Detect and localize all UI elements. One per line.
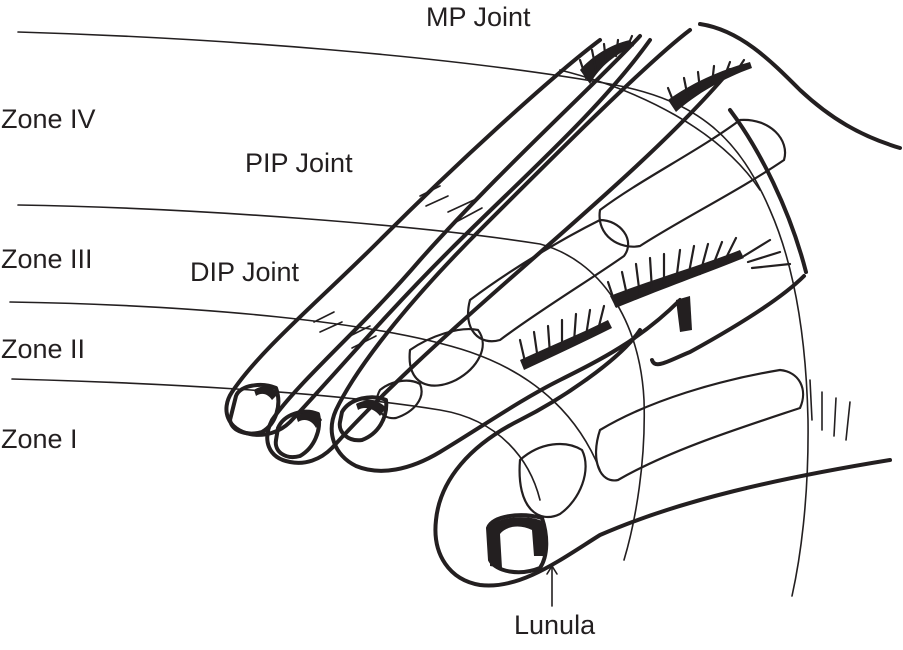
thumb-crease-1 xyxy=(809,379,813,421)
hand-dorsum-outline xyxy=(698,22,902,150)
ring-fingertip-outline xyxy=(273,409,321,459)
zone-iv-upper-line xyxy=(17,31,809,597)
pip-crease-1 xyxy=(419,185,441,197)
thumb-crease-4 xyxy=(845,401,851,441)
nails xyxy=(254,386,546,568)
lunula-label: Lunula xyxy=(514,610,596,640)
dip-joint-label: DIP Joint xyxy=(190,257,300,287)
zone-ii-upper-line xyxy=(9,301,601,471)
zone-iv-label: Zone IV xyxy=(1,104,96,134)
hand-radial-edge xyxy=(728,108,808,274)
bones xyxy=(375,118,805,519)
ring-nail-lunula xyxy=(296,412,322,428)
thumb-tip-outline xyxy=(486,513,549,575)
terminal-tendon-junction xyxy=(676,296,692,332)
pip-crease-3 xyxy=(447,199,475,213)
zone-i-upper-line xyxy=(11,378,541,501)
finger-outlines xyxy=(224,22,902,588)
dip-crease-3 xyxy=(345,325,371,339)
lunula-arrow-head-left xyxy=(546,565,553,575)
middle-phalanx-bone xyxy=(408,328,484,387)
pip-joint-label: PIP Joint xyxy=(245,148,353,178)
thumb-nail-lunula xyxy=(490,517,546,568)
middle-finger-outline xyxy=(329,28,692,473)
mp-joint-label: MP Joint xyxy=(426,2,531,32)
zone-iii-upper-line xyxy=(17,204,646,561)
dip-crease-4 xyxy=(351,335,377,349)
mp-tendon-hood-2 xyxy=(668,62,752,112)
tendon-fibers xyxy=(518,34,792,368)
thumb-outline xyxy=(433,328,892,588)
middle-nail-lunula xyxy=(356,400,386,416)
zone-ii-label: Zone II xyxy=(1,334,86,364)
pip-crease-4 xyxy=(455,207,483,223)
skin-creases xyxy=(313,185,851,441)
dip-crease-2 xyxy=(319,321,343,333)
middle-fingertip-outline xyxy=(337,395,389,443)
lunula-arrow-head-right xyxy=(551,565,558,575)
metacarpal-bone-1 xyxy=(598,118,787,248)
zone-iii-label: Zone III xyxy=(1,244,93,274)
proximal-phalanx-bone xyxy=(467,218,630,343)
thumb-proximal-phalanx-bone xyxy=(518,443,587,519)
thumb-crease-3 xyxy=(833,397,837,437)
dip-crease-1 xyxy=(313,311,335,323)
lunula-arrow xyxy=(546,565,558,607)
ring-finger-outline xyxy=(265,34,732,465)
pip-crease-2 xyxy=(425,195,449,207)
thumb-web-outline xyxy=(650,274,806,367)
lateral-band-tendon xyxy=(520,320,612,370)
little-nail-lunula xyxy=(254,386,278,400)
thumb-metacarpal-bone xyxy=(595,368,805,482)
extensor-tendons xyxy=(518,34,792,370)
zone-i-label: Zone I xyxy=(1,424,78,454)
